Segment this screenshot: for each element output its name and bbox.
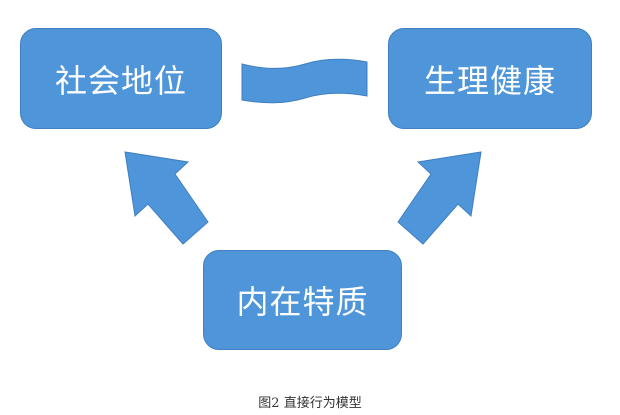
figure-caption: 图2 直接行为模型	[258, 396, 362, 411]
node-inner-traits: 内在特质	[203, 250, 402, 350]
arrow-to-physical-health	[397, 151, 482, 245]
node-label: 生理健康	[423, 61, 556, 100]
node-label: 内在特质	[236, 283, 369, 321]
node-physical-health: 生理健康	[388, 28, 592, 129]
arrow-to-social-status	[124, 151, 209, 245]
node-label: 社会地位	[54, 61, 187, 100]
node-social-status: 社会地位	[20, 28, 222, 129]
wave-connector	[241, 58, 368, 104]
